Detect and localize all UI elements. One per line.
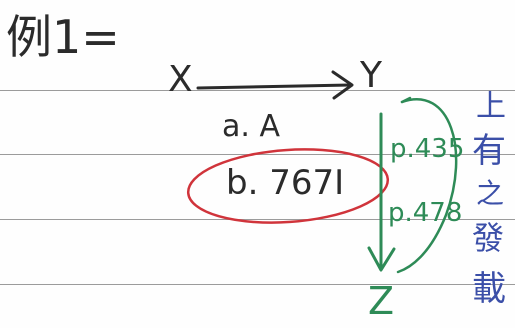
ruled-line [0,90,515,91]
reference-page-1: p.435 [390,134,465,164]
highlight-circle [186,148,390,224]
step1-condition: a. A [222,109,280,144]
side-note-char: 上 [476,89,506,124]
step1-alt-condition: b. 767I [226,163,345,203]
product-z: Z [368,279,395,323]
side-note-char: 之 [476,177,505,210]
reactant-x: X [168,59,193,100]
side-note-char: 發 [472,219,505,257]
ruled-line [0,284,515,285]
side-note-char: 有 [472,131,506,171]
side-note-char: 載 [472,269,506,309]
intermediate-y: Y [360,55,382,96]
curved-bracket [396,98,458,274]
ruled-line [0,219,515,220]
curved-bracket-tick [400,96,412,104]
reaction-arrow-vertical [367,112,396,272]
example-label: 例1= [6,10,120,64]
reaction-arrow-horizontal [196,70,354,100]
reference-page-2: p.478 [388,198,463,228]
